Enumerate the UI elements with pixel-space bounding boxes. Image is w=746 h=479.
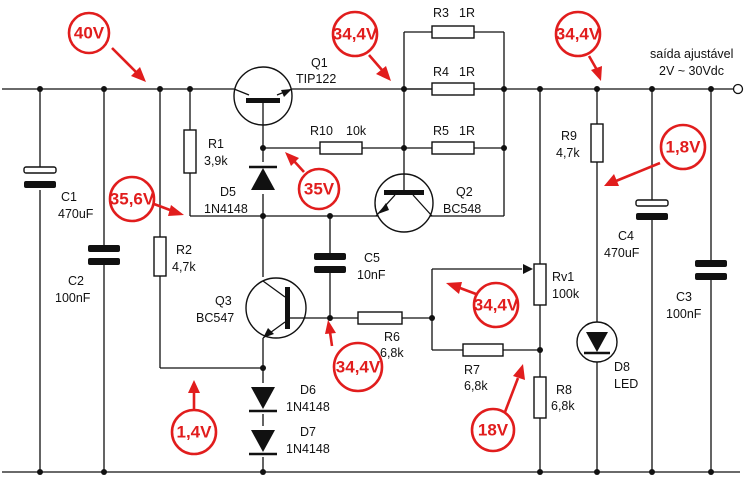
q1-part: TIP122: [296, 72, 336, 86]
q3-ref: Q3: [215, 294, 232, 308]
voltage-led: 1,8V: [666, 138, 702, 157]
voltage-callout-output: 34,4V: [554, 10, 602, 81]
c3-ref: C3: [676, 290, 692, 304]
q3-part: BC547: [196, 311, 234, 325]
c3-value: 100nF: [666, 307, 702, 321]
q1-ref: Q1: [311, 56, 328, 70]
resistor-r3: [431, 25, 475, 39]
voltage-input: 40V: [74, 24, 105, 43]
c1-value: 470uF: [58, 207, 94, 221]
c2-ref: C2: [68, 274, 84, 288]
junction-dots: [37, 86, 714, 475]
diode-d7: [249, 430, 277, 456]
wires: [2, 31, 740, 473]
r1-ref: R1: [208, 137, 224, 151]
voltage-divider: 18V: [478, 421, 509, 440]
d8-ref: D8: [614, 360, 630, 374]
resistor-r5: [431, 141, 475, 155]
capacitor-c3: [695, 260, 727, 280]
r4-ref: R4: [433, 65, 449, 79]
voltage-q2-base: 35V: [304, 180, 335, 199]
transistor-q2: [374, 173, 434, 233]
transistor-q3: [245, 277, 307, 339]
voltage-callout-q2-base: 35V: [285, 152, 341, 211]
resistor-r7: [462, 343, 504, 357]
r5-value: 1R: [459, 124, 475, 138]
diode-d6: [249, 387, 277, 413]
capacitor-c1: [23, 166, 57, 188]
q2-part: BC548: [443, 202, 481, 216]
d7-ref: D7: [300, 425, 316, 439]
r10-value: 10k: [346, 124, 367, 138]
d5-part: 1N4148: [204, 202, 248, 216]
d6-part: 1N4148: [286, 400, 330, 414]
d6-ref: D6: [300, 383, 316, 397]
rv1-value: 100k: [552, 287, 580, 301]
c1-ref: C1: [61, 190, 77, 204]
output-terminal: [732, 83, 744, 95]
r3-ref: R3: [433, 6, 449, 20]
d5-ref: D5: [220, 185, 236, 199]
r9-value: 4,7k: [556, 146, 580, 160]
transistor-q1: [233, 66, 293, 126]
output-label-line1: saída ajustável: [650, 47, 733, 61]
d8-part: LED: [614, 377, 638, 391]
r3-value: 1R: [459, 6, 475, 20]
r6-value: 6,8k: [380, 346, 404, 360]
c5-value: 10nF: [357, 268, 386, 282]
d7-part: 1N4148: [286, 442, 330, 456]
r2-ref: R2: [176, 243, 192, 257]
component-labels: Q1 TIP122 Q2 BC548 Q3 BC547 R1 3,9k R2 4…: [55, 6, 733, 456]
resistor-r1: [183, 129, 197, 174]
r9-ref: R9: [561, 129, 577, 143]
resistor-r10: [319, 141, 363, 155]
c2-value: 100nF: [55, 291, 91, 305]
capacitor-c5: [314, 253, 346, 273]
r7-value: 6,8k: [464, 379, 488, 393]
r8-ref: R8: [556, 383, 572, 397]
potentiometer-rv1: [523, 263, 547, 306]
voltage-rv1-wiper: 34,4V: [474, 296, 519, 315]
r2-value: 4,7k: [172, 260, 196, 274]
voltage-callout-q3-base: 34,4V: [325, 320, 384, 393]
voltage-callout-input: 40V: [67, 11, 146, 82]
r4-value: 1R: [459, 65, 475, 79]
resistor-r2: [153, 236, 167, 277]
c5-ref: C5: [364, 251, 380, 265]
r7-ref: R7: [464, 363, 480, 377]
r1-value: 3,9k: [204, 154, 228, 168]
voltage-q3-base: 34,4V: [336, 358, 381, 377]
resistor-r8: [533, 376, 547, 419]
voltage-callout-d5-anode: 35,6V: [108, 175, 184, 223]
voltage-callout-rv1-wiper: 34,4V: [446, 281, 520, 329]
voltage-annotations: 40V 34,4V 34,4V 35,6V 35V: [67, 10, 707, 456]
resistor-r4: [431, 82, 475, 96]
q2-ref: Q2: [456, 185, 473, 199]
r6-ref: R6: [384, 330, 400, 344]
capacitor-c4: [635, 199, 669, 220]
voltage-callout-q1-emitter: 34,4V: [331, 10, 391, 81]
resistor-r6: [357, 311, 403, 325]
voltage-q1-emitter: 34,4V: [333, 25, 378, 44]
capacitor-c2: [88, 245, 120, 265]
c4-ref: C4: [618, 229, 634, 243]
voltage-callout-led: 1,8V: [604, 123, 707, 186]
r8-value: 6,8k: [551, 399, 575, 413]
voltage-diodes: 1,4V: [177, 423, 213, 442]
diode-d5: [249, 165, 277, 190]
led-d8: [576, 321, 618, 363]
r10-ref: R10: [310, 124, 333, 138]
r5-ref: R5: [433, 124, 449, 138]
voltage-callout-divider: 18V: [470, 364, 525, 453]
voltage-callout-diodes: 1,4V: [170, 380, 218, 456]
rv1-ref: Rv1: [552, 270, 574, 284]
c4-value: 470uF: [604, 246, 640, 260]
voltage-output: 34,4V: [556, 25, 601, 44]
voltage-d5-anode: 35,6V: [110, 190, 155, 209]
resistor-r9: [590, 123, 604, 163]
output-label-line2: 2V ~ 30Vdc: [659, 64, 724, 78]
